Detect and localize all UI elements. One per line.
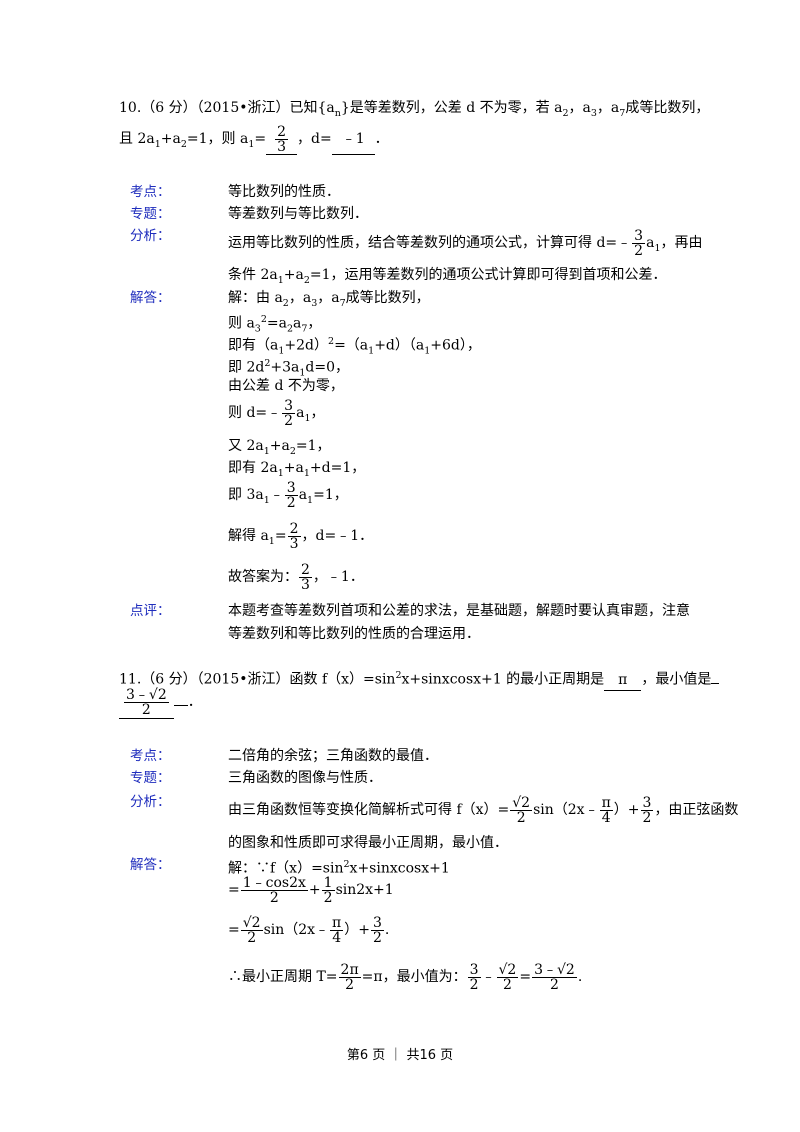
q11-label-jieda: 解答： [130,857,171,873]
q10-zhuanti: 等差数列与等比数列． [228,206,368,222]
q11-stem-line1: 11.（6 分）（2015•浙江）函数 f（x）=sin2x+sinxcosx+… [119,666,720,691]
q10-jieda-line5: 由公差 d 不为零， [228,378,344,394]
page-footer: 第6 页 ｜ 共16 页 [346,1048,454,1063]
q10-label-fenxi: 分析： [130,228,171,244]
q10-jieda-line3: 即有（a1+2d）2=（a1+d）（a1+6d）， [228,336,481,357]
q11-kaodian: 二倍角的余弦；三角函数的最值． [228,748,438,764]
q10-dianping-line1: 本题考查等差数列首项和公差的求法，是基础题，解题时要认真审题，注意 [228,603,690,619]
q10-jieda-line7: 又 2a1+a2=1， [228,438,331,457]
q11-jieda-line1: 解：∵f（x）=sin2x+sinxcosx+1 [228,859,450,877]
q10-kaodian: 等比数列的性质． [228,184,340,200]
q11-fenxi-line2: 的图象和性质即可求得最小正周期，最小值． [228,835,508,851]
q10-jieda-line2: 则 a32=a2a7， [228,314,322,335]
q10-label-zhuanti: 专题： [130,206,171,222]
q10-fenxi-line2: 条件 2a1+a2=1，运用等差数列的通项公式计算即可得到首项和公差． [228,267,667,286]
q10-jieda-line1: 解：由 a2，a3，a7成等比数列， [228,290,430,309]
q10-dianping-line2: 等差数列和等比数列的性质的合理运用． [228,626,480,642]
q11-zhuanti: 三角函数的图像与性质． [228,770,382,786]
q10-label-kaodian: 考点： [130,184,171,200]
q10-stem-line1: 10.（6 分）（2015•浙江）已知{an}是等差数列，公差 d 不为零，若 … [119,100,710,119]
q10-label-jieda: 解答： [130,290,171,306]
q11-answer1: π [604,670,642,691]
q11-label-zhuanti: 专题： [130,770,171,786]
q11-label-kaodian: 考点： [130,748,171,764]
q10-jieda-line8: 即有 2a1+a1+d=1， [228,460,366,479]
q10-jieda-line4: 即 2d2+3a1d=0， [228,358,350,379]
q11-label-fenxi: 分析： [130,794,171,810]
q10-label-dianping: 点评： [130,603,171,619]
q10-answer2: ﹣1 [331,124,375,155]
